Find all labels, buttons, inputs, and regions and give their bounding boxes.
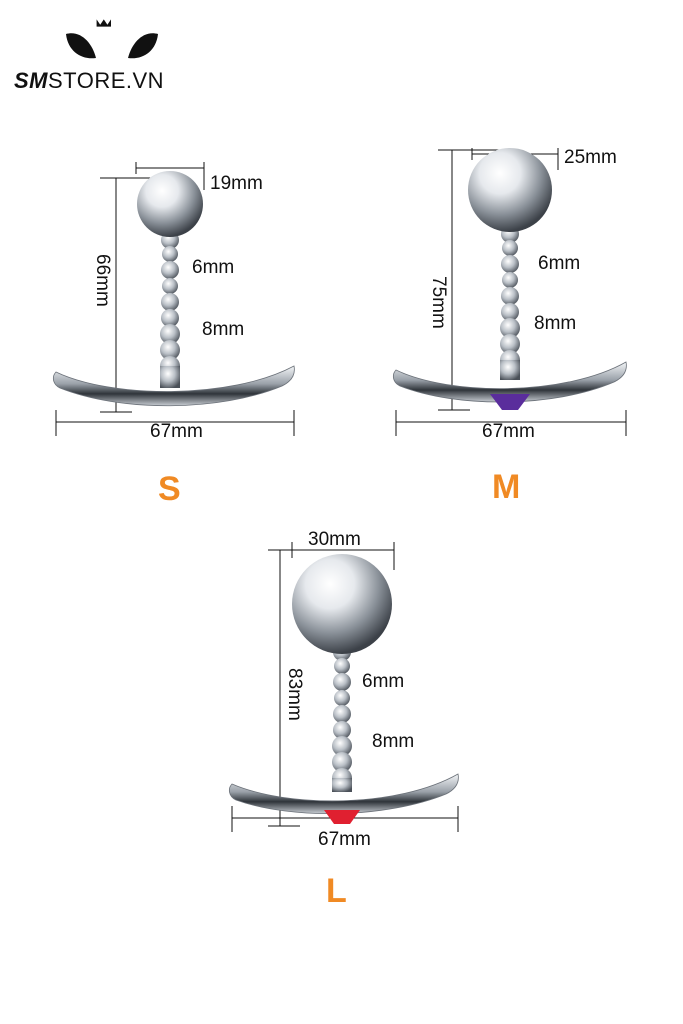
plug-s-illustration [52, 162, 295, 436]
ball-diameter-label: 30mm [308, 529, 361, 550]
product-s: 19mm 66mm 6mm 8mm 67mm S [50, 150, 310, 506]
plug-m-illustration [392, 148, 627, 436]
brand-rest: STORE.VN [48, 68, 165, 93]
ball-diameter-label: 19mm [210, 173, 263, 194]
small-bead-label: 6mm [538, 253, 581, 274]
crown-cat-ears-icon [66, 19, 158, 59]
height-label: 75mm [428, 276, 449, 329]
width-label: 67mm [318, 829, 371, 850]
size-label-l: L [326, 872, 347, 910]
gem [324, 810, 360, 824]
size-label-m: M [492, 468, 521, 506]
brand-strong: SM [14, 68, 48, 93]
product-m: 25mm 75mm 6mm 8mm 67mm M [390, 140, 650, 504]
large-bead-label: 8mm [202, 319, 245, 340]
height-label: 66mm [92, 254, 113, 307]
gem [490, 394, 530, 410]
plug-l-illustration [228, 542, 459, 832]
ball-diameter-label: 25mm [564, 147, 617, 168]
width-label: 67mm [482, 421, 535, 442]
product-l: 30mm 83mm 6mm 8mm 67mm L [228, 528, 468, 918]
large-bead-label: 8mm [534, 313, 577, 334]
small-bead-label: 6mm [362, 671, 405, 692]
brand-name: SMSTORE.VN [14, 68, 164, 94]
small-bead-label: 6mm [192, 257, 235, 278]
height-label: 83mm [284, 668, 305, 721]
size-label-s: S [158, 470, 181, 508]
large-bead-label: 8mm [372, 731, 415, 752]
width-label: 67mm [150, 421, 203, 442]
brand-logo: SMSTORE.VN [14, 10, 184, 93]
